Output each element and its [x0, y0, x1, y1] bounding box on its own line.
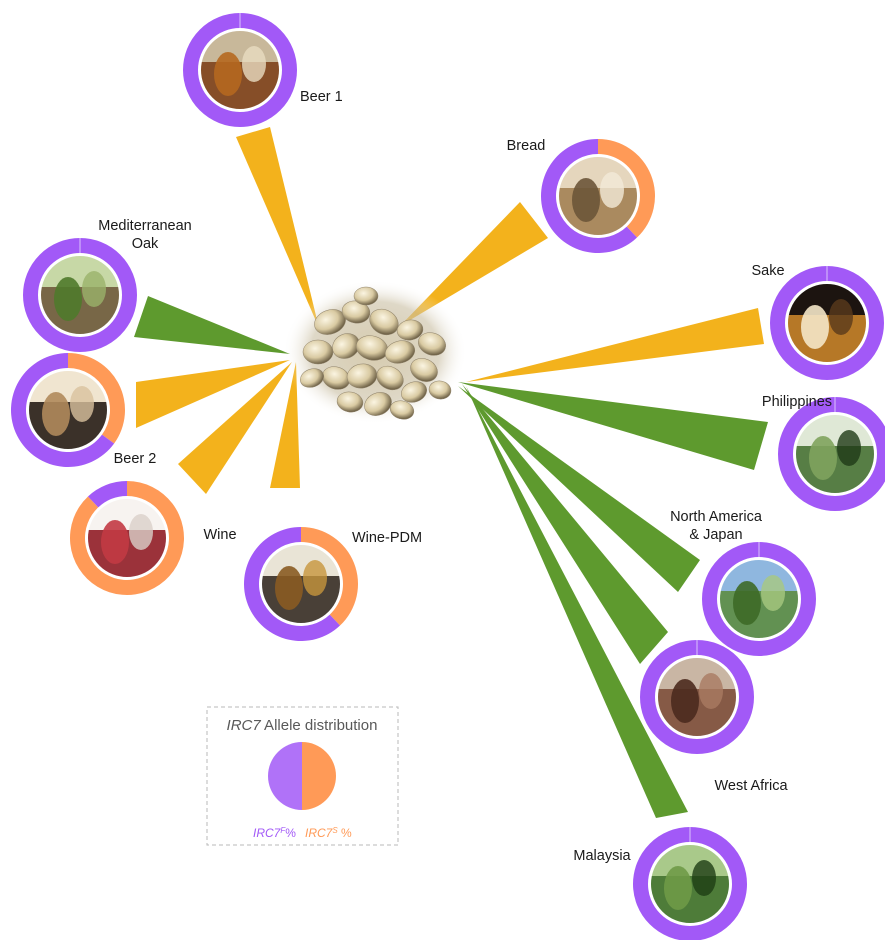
node-label-north-america-japan: North America& Japan	[670, 509, 763, 543]
legend-pie	[268, 742, 336, 810]
node-mediterranean-oak	[31, 238, 130, 345]
legend-key-irc7f: IRC7F%	[253, 826, 296, 841]
node-wine-pdm	[244, 527, 358, 641]
node-bread	[541, 139, 655, 253]
branch-wedge-beer-1	[236, 127, 319, 328]
node-beer-1	[191, 13, 290, 120]
node-beer-2	[11, 353, 125, 467]
node-label-sake: Sake	[751, 263, 784, 279]
node-label-mediterranean-oak: MediterraneanOak	[98, 218, 192, 252]
legend-key-irc7s: IRC7S %	[305, 826, 352, 841]
node-label-philippines: Philippines	[762, 394, 832, 410]
yeast-cell	[303, 340, 333, 364]
node-malaysia	[641, 827, 740, 934]
legend-title: IRC7 Allele distribution	[227, 717, 378, 734]
branch-wedge-malaysia	[466, 386, 688, 818]
legend-pie-irc7s-slice	[302, 742, 336, 810]
legend-pie-irc7f-slice	[268, 742, 302, 810]
node-wine	[70, 481, 184, 595]
branch-wedge-sake	[466, 308, 764, 382]
node-label-bread: Bread	[507, 138, 546, 154]
legend-title-gene: IRC7	[227, 717, 262, 734]
node-label-beer-1: Beer 1	[300, 89, 343, 105]
node-label-wine-pdm: Wine-PDM	[352, 530, 422, 546]
legend-box: IRC7 Allele distribution IRC7F% IRC7S %	[207, 707, 398, 845]
node-label-beer-2: Beer 2	[114, 451, 157, 467]
node-label-malaysia: Malaysia	[573, 848, 631, 864]
yeast-cells-icon	[283, 280, 467, 424]
node-layer	[11, 13, 885, 934]
node-sake	[778, 266, 877, 373]
node-philippines	[786, 397, 885, 504]
node-west-africa	[648, 640, 747, 747]
branch-wedge-mediterranean-oak	[134, 296, 290, 354]
node-label-west-africa: West Africa	[714, 778, 788, 794]
legend-title-rest: Allele distribution	[261, 717, 378, 734]
yeast-cell	[354, 287, 378, 305]
node-north-america-japan	[710, 542, 809, 649]
node-label-wine: Wine	[203, 527, 236, 543]
